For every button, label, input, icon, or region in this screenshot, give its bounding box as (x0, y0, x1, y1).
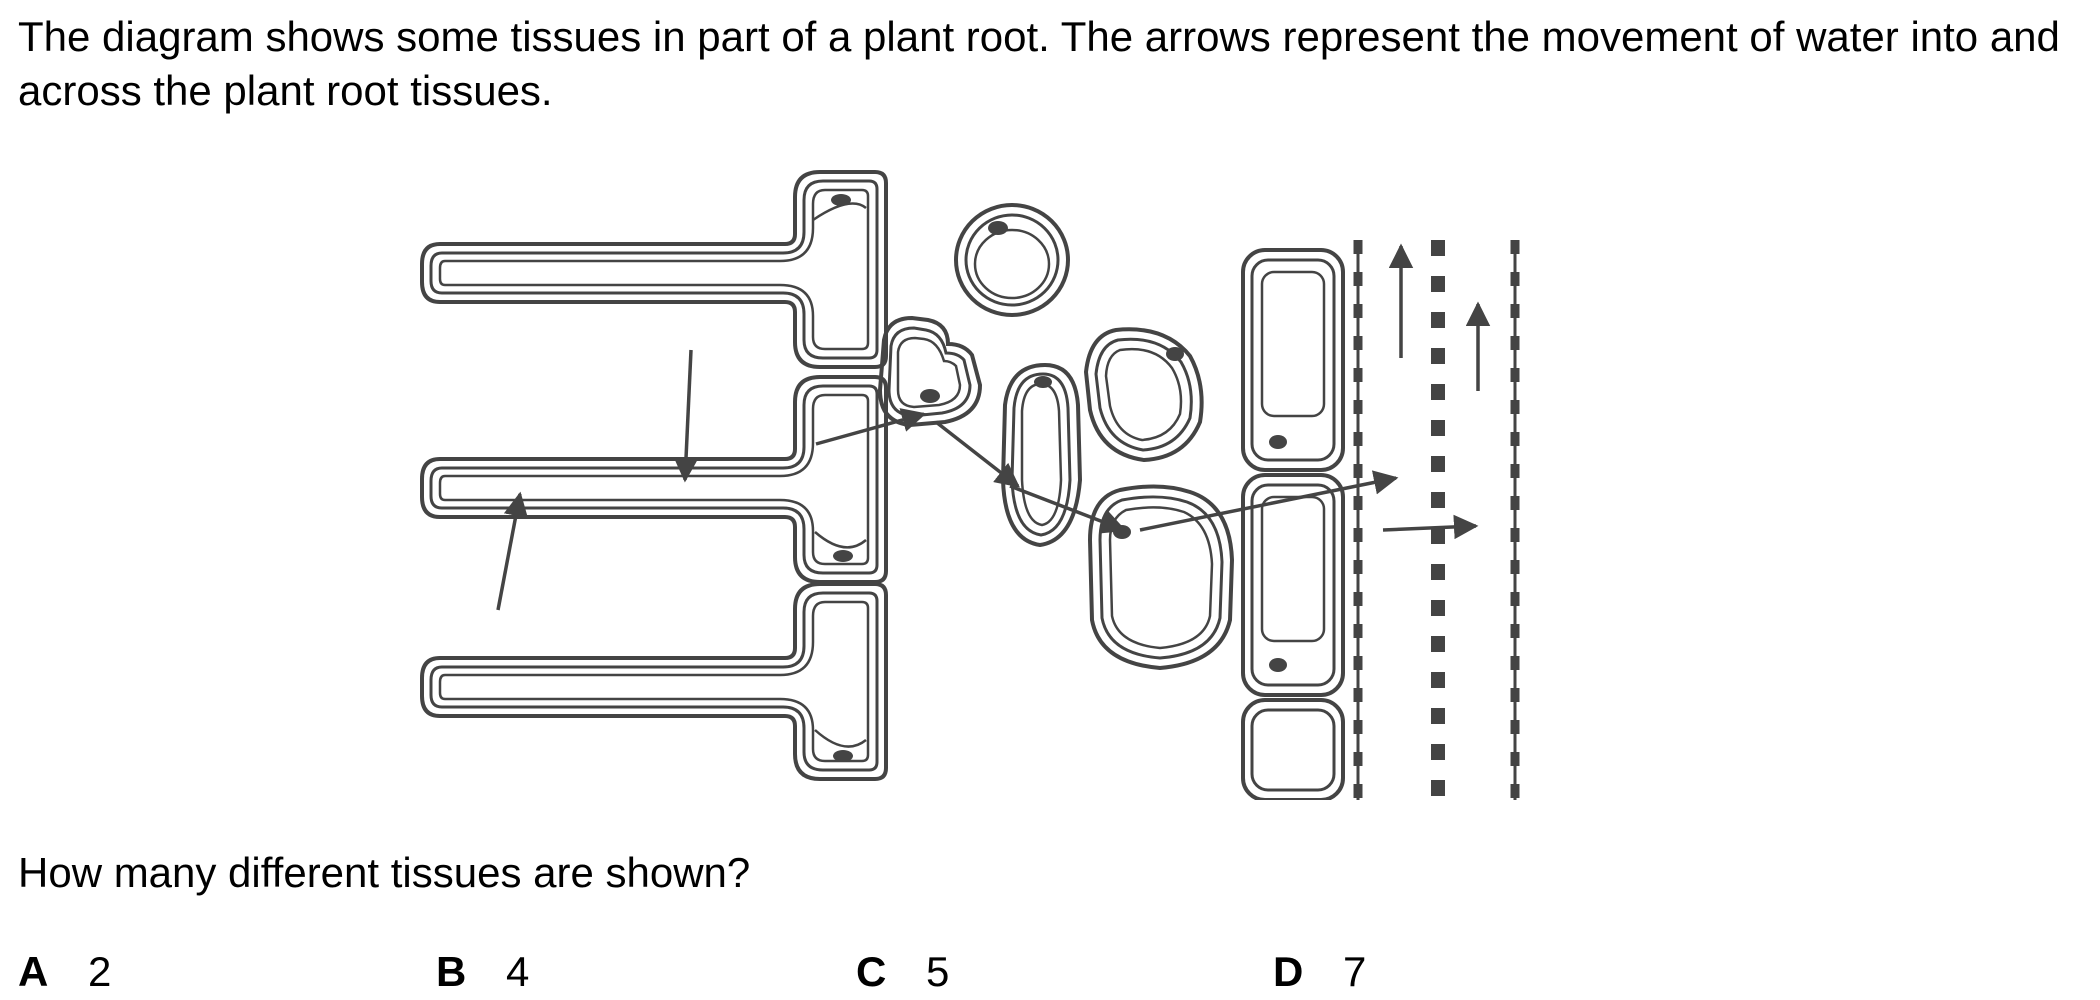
water-movement-arrows (496, 243, 1491, 611)
root-hair-cell-middle (420, 375, 888, 584)
root-hair-cell-bottom (420, 582, 888, 781)
cortex-cell-5 (1087, 484, 1235, 671)
option-value: 4 (506, 948, 530, 995)
option-letter: C (856, 948, 887, 995)
option-value: 2 (88, 948, 112, 995)
question-prompt: How many different tissues are shown? (18, 849, 751, 896)
root-hair-cell-top (420, 170, 888, 369)
option-letter: B (436, 948, 467, 995)
cortex-cell-4 (1083, 327, 1204, 463)
endodermis-cell-top (1241, 248, 1345, 472)
plant-root-tissue-diagram (420, 170, 1520, 800)
xylem-vessel-walls (1353, 240, 1520, 800)
option-value: 7 (1343, 948, 1367, 995)
option-value: 5 (926, 948, 950, 995)
cortex-cell-1 (877, 315, 983, 428)
endodermis-cell-bottom (1241, 698, 1345, 800)
endodermis-cell-middle (1241, 473, 1345, 697)
question-stem: The diagram shows some tissues in part o… (18, 13, 2060, 114)
option-letter: D (1273, 948, 1304, 995)
cortex-cell-3 (1000, 362, 1083, 548)
option-letter: A (18, 948, 49, 995)
cortex-cell-2 (954, 203, 1070, 317)
